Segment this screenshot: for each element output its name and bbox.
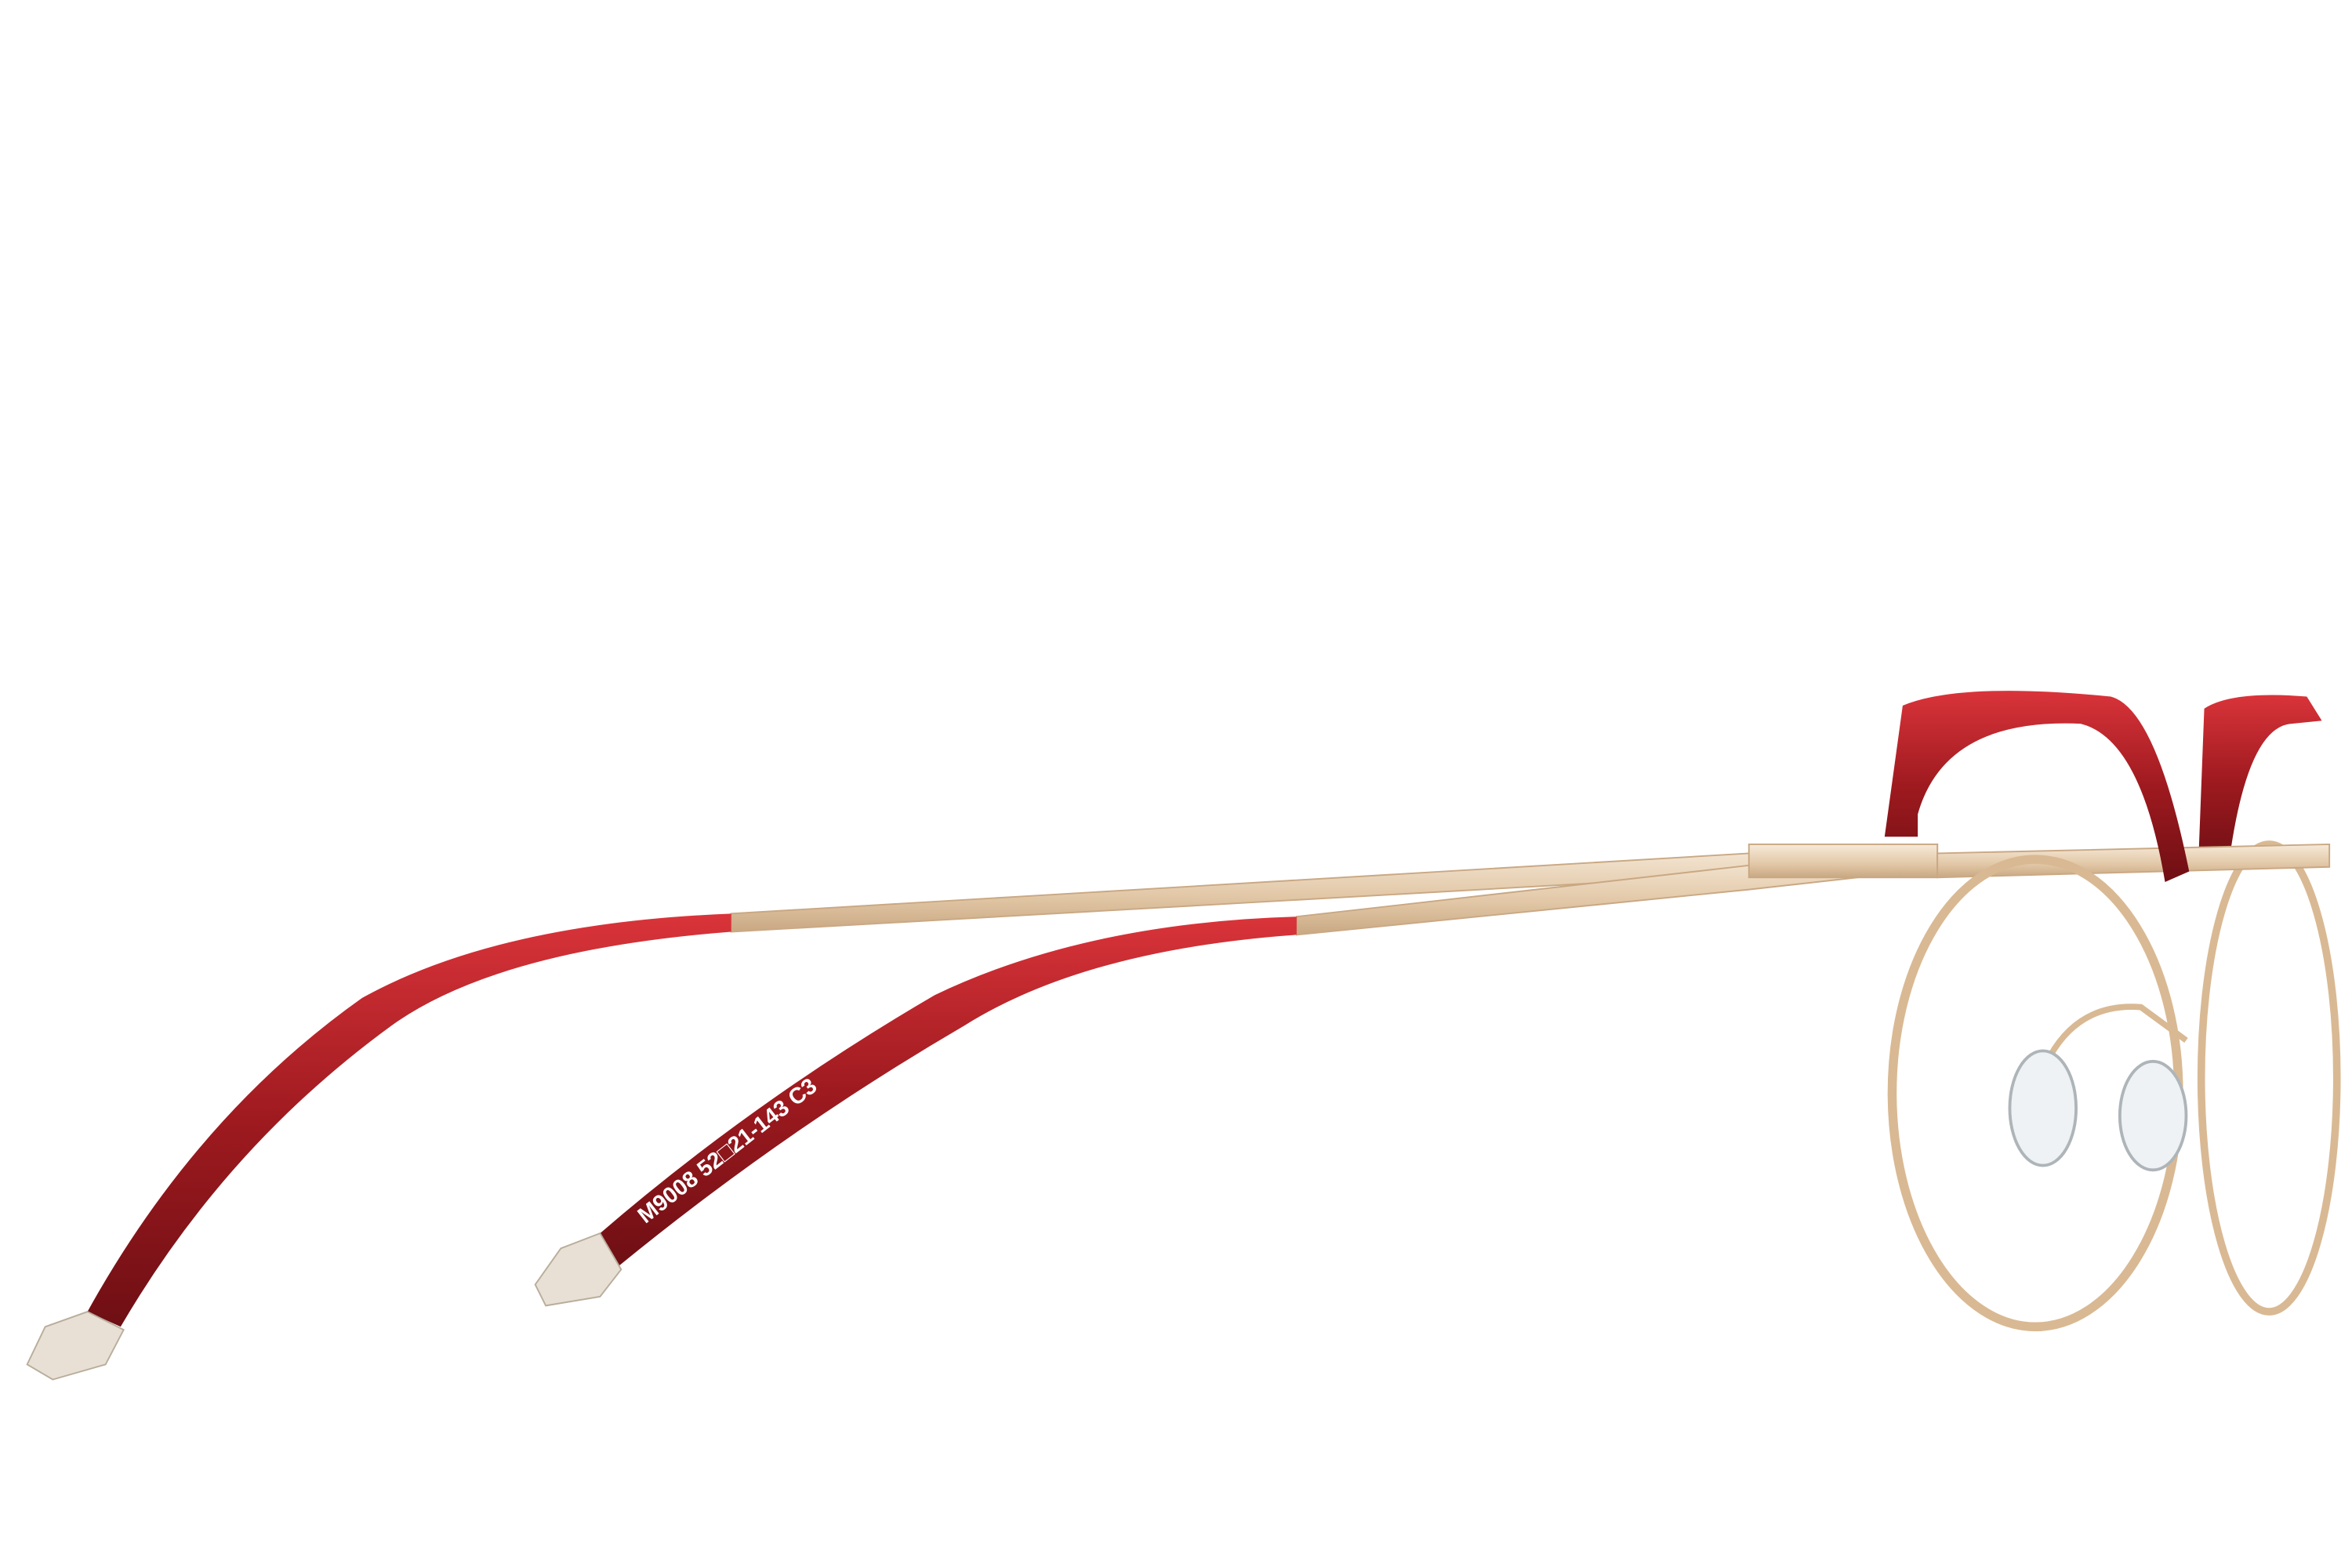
far-temple-arm [26, 843, 1939, 1381]
temple-engraving: M9008 52□21-143 C3 [633, 1073, 822, 1229]
near-temple-tip [534, 1232, 622, 1307]
hinge [1748, 843, 1939, 879]
far-temple-tip [26, 1311, 125, 1381]
far-lens-frame [2197, 695, 2341, 1316]
bridge [1936, 843, 2331, 879]
nose-pads [2008, 1004, 2188, 1172]
